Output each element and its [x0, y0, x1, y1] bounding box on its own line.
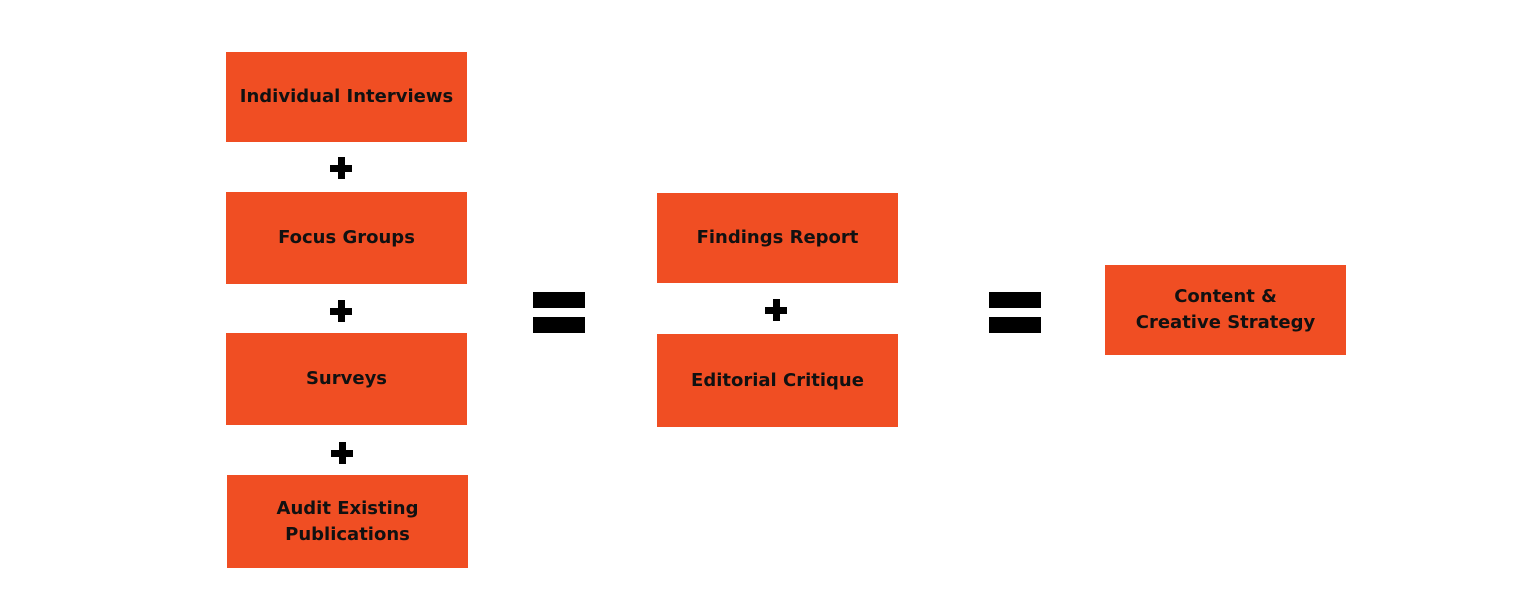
- box-label: Findings Report: [696, 227, 859, 248]
- equals-icon: [533, 292, 585, 333]
- box-label: Surveys: [305, 368, 388, 389]
- box-editorial-critique: Editorial Critique: [657, 334, 898, 427]
- plus-icon: [765, 299, 787, 321]
- box-label: Editorial Critique: [691, 369, 864, 391]
- plus-icon: [330, 300, 352, 322]
- box-findings-report: Findings Report: [657, 193, 898, 283]
- equals-icon: [989, 292, 1041, 333]
- box-content-creative-strategy: Content & Creative Strategy: [1105, 265, 1346, 355]
- box-label: Audit Existing Publications: [276, 497, 419, 545]
- box-focus-groups: Focus Groups: [226, 192, 467, 284]
- plus-icon: [331, 442, 353, 464]
- box-audit-existing-publications: Audit Existing Publications: [227, 475, 468, 568]
- plus-icon: [330, 157, 352, 179]
- box-label: Focus Groups: [278, 227, 415, 248]
- box-label: Individual Interviews: [239, 86, 454, 107]
- box-surveys: Surveys: [226, 333, 467, 425]
- box-label: Content & Creative Strategy: [1135, 286, 1316, 333]
- box-individual-interviews: Individual Interviews: [226, 52, 467, 142]
